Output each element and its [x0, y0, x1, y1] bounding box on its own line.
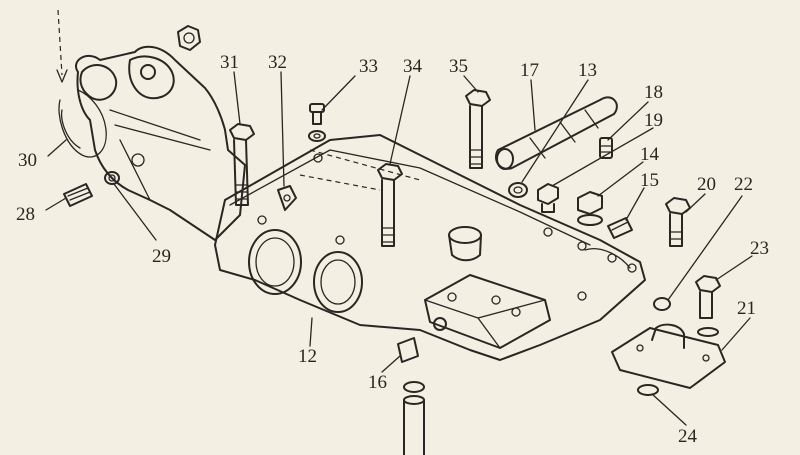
set-screw-28 — [63, 183, 93, 207]
callout-16: 16 — [368, 372, 387, 393]
callout-28: 28 — [16, 204, 35, 225]
screw-15 — [607, 217, 633, 239]
o-ring-24 — [637, 384, 659, 396]
callout-21: 21 — [737, 298, 756, 319]
grease-nipple-32 — [277, 185, 297, 211]
bolt-34 — [377, 163, 403, 247]
bolt-20 — [665, 197, 691, 247]
plug-14 — [577, 191, 603, 226]
lift-arm-bracket — [56, 9, 246, 241]
plug-19 — [537, 183, 559, 213]
callout-14: 14 — [640, 144, 660, 165]
callout-13: 13 — [578, 60, 597, 81]
callout-31: 31 — [220, 52, 239, 73]
callout-30: 30 — [18, 150, 37, 171]
callout-12: 12 — [298, 346, 317, 367]
screw-16 — [397, 337, 425, 455]
bolt-23 — [695, 275, 721, 337]
callout-18: 18 — [644, 82, 663, 103]
callout-35: 35 — [449, 56, 468, 77]
callout-24: 24 — [678, 426, 698, 447]
hex-nut-top — [177, 25, 201, 51]
cover-plate-21 — [611, 323, 726, 389]
bolt-35 — [465, 89, 491, 169]
bolt-31 — [229, 123, 255, 206]
callout-32: 32 — [268, 52, 287, 73]
callout-33: 33 — [359, 56, 378, 77]
callout-34: 34 — [403, 56, 423, 77]
shaft-17 — [494, 96, 618, 170]
main-housing — [214, 134, 646, 361]
callout-17: 17 — [520, 60, 539, 81]
bush-29 — [104, 171, 120, 185]
plug-22 — [653, 297, 671, 311]
callout-20: 20 — [697, 174, 716, 195]
callout-23: 23 — [750, 238, 769, 259]
callout-labels: 31 32 33 34 35 17 13 18 19 14 15 20 22 2… — [16, 52, 769, 447]
callout-15: 15 — [640, 170, 659, 191]
callout-29: 29 — [152, 246, 171, 267]
callout-22: 22 — [734, 174, 753, 195]
plug-13 — [508, 182, 528, 198]
leader-lines — [45, 71, 753, 426]
callout-19: 19 — [644, 110, 663, 131]
